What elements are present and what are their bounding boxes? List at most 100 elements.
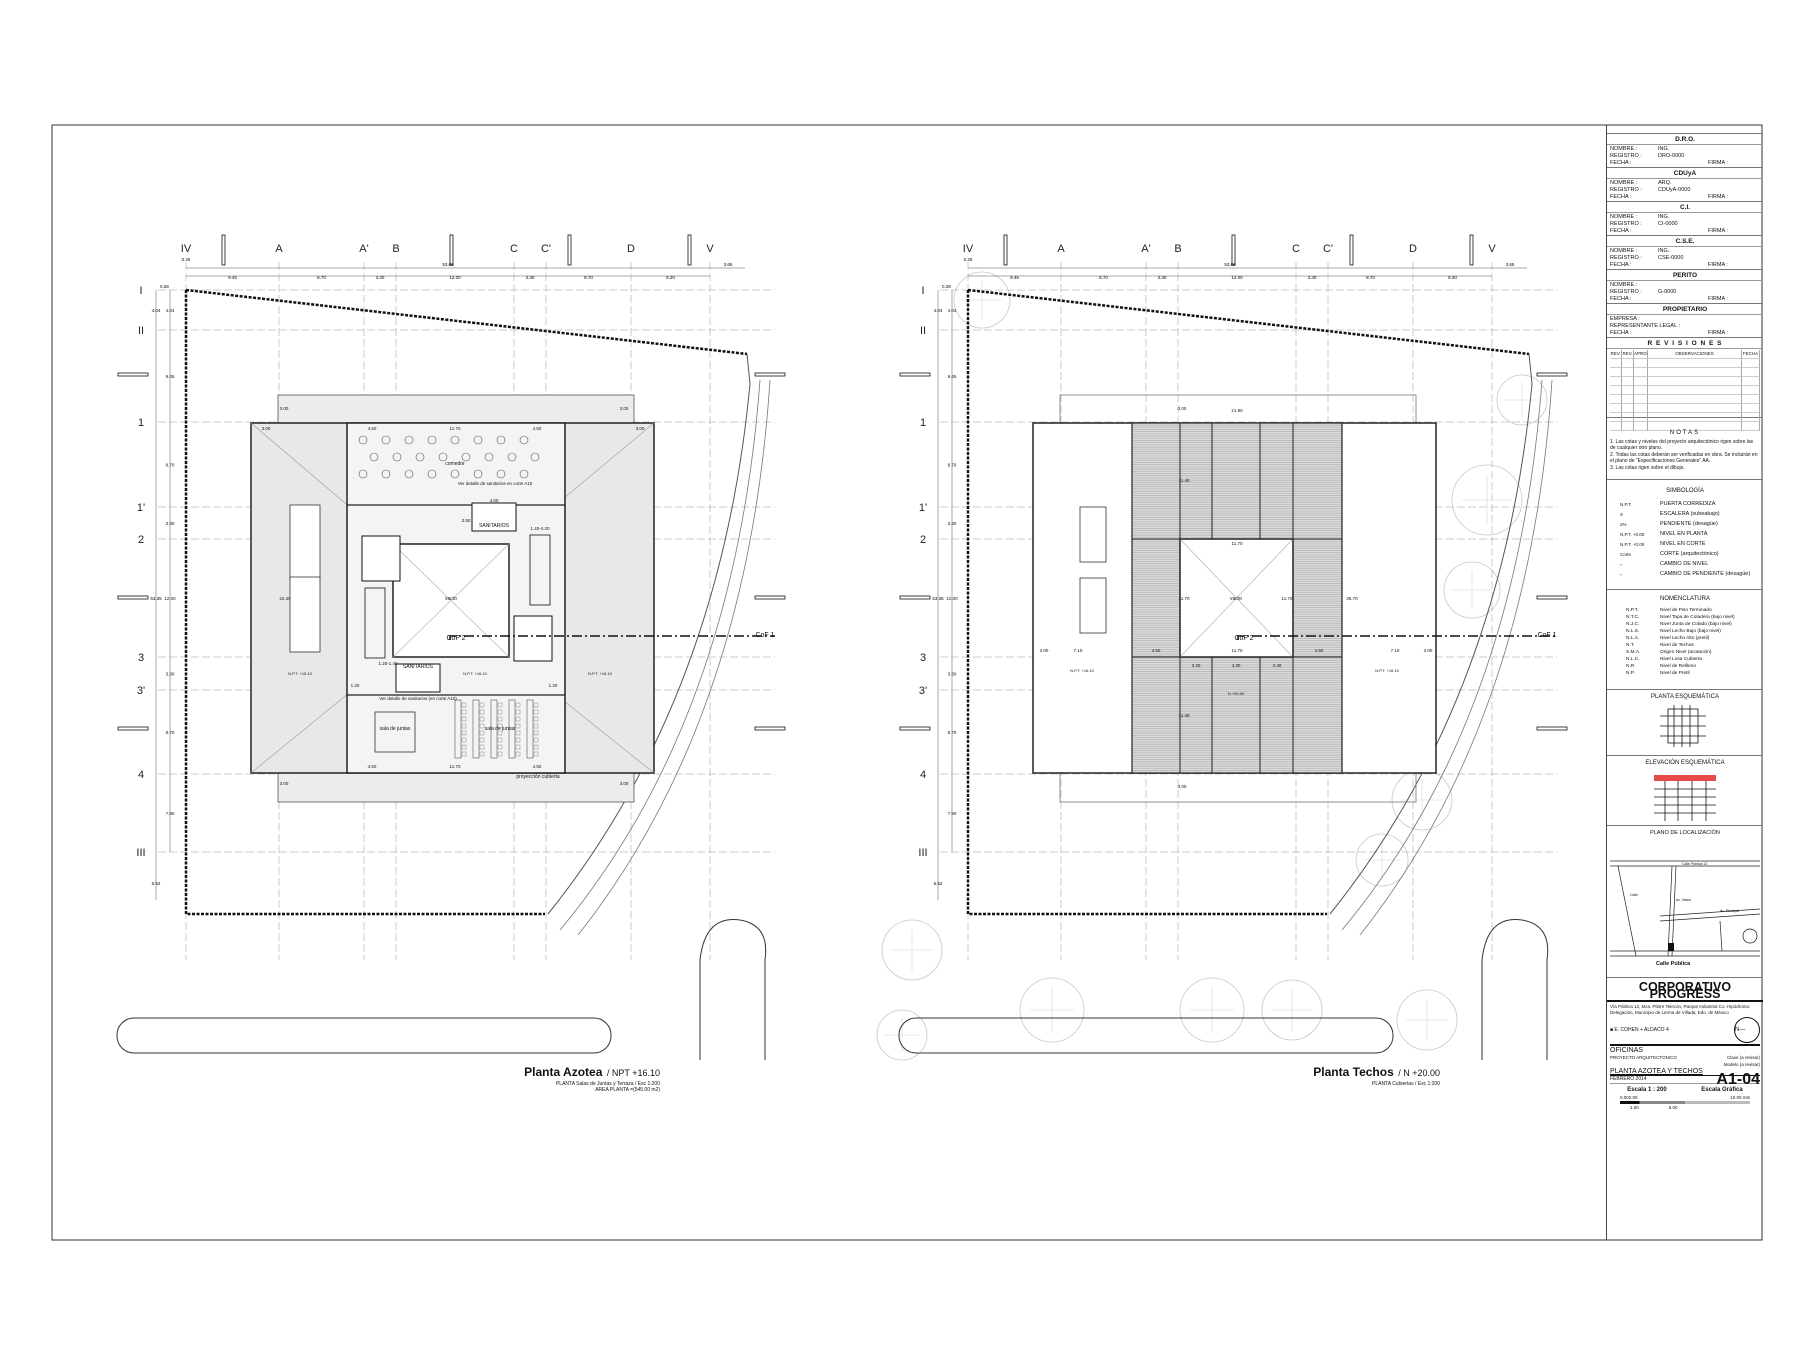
section-marker [221, 234, 226, 266]
chair [515, 751, 521, 757]
dimension-column: 8.70 [317, 275, 326, 280]
revision-cell [1622, 404, 1634, 413]
revision-cell [1622, 368, 1634, 377]
svg-text:3.00: 3.00 [280, 406, 289, 411]
plan-level: NPT +16.10 [611, 1068, 660, 1078]
grid-column-label: C' [1323, 243, 1333, 255]
chair [533, 744, 539, 750]
tree-icon [1443, 561, 1501, 619]
chair [479, 723, 485, 729]
plan-subtitle: PLANTA Cubiertas / Esc 1:200 [1372, 1081, 1440, 1087]
grid-row-label: 3' [919, 685, 927, 697]
dimension-row: 8.70 [948, 730, 957, 735]
nomenclature-item: N.T.Nivel de Techos [1626, 643, 1694, 648]
dining-table [519, 469, 529, 479]
equipment-base [289, 576, 321, 653]
svg-text:11.70: 11.70 [1282, 596, 1293, 601]
project-use: OFICINAS [1610, 1044, 1760, 1054]
street-label: Av. Vasco [1676, 898, 1691, 902]
revision-cell [1622, 395, 1634, 404]
dining-table [381, 435, 391, 445]
svg-text:3.40: 3.40 [1192, 663, 1201, 668]
revision-cell [1648, 368, 1742, 377]
revision-column-header: FECHA [1742, 350, 1760, 359]
level-label: N +20.00 [1228, 691, 1245, 696]
section-marker [1536, 595, 1568, 600]
chair [497, 702, 503, 708]
chair [497, 751, 503, 757]
revision-cell [1610, 413, 1622, 422]
roof-projection-label: proyección cubierta [516, 774, 560, 780]
detail-note: Ver detalle de sanitarios (en corte A10) [379, 696, 457, 701]
sheet-number: A1-04 [1716, 1071, 1760, 1088]
svg-text:11.40: 11.40 [1179, 713, 1190, 718]
grid-column-label: D [1409, 243, 1417, 255]
grid-row-label: 3 [920, 652, 926, 664]
grid-row-label: I [139, 285, 142, 297]
dining-table [358, 469, 368, 479]
chair [497, 709, 503, 715]
nomenclature-section: NOMENCLATURA N.P.T.Nivel de Piso Termina… [1607, 590, 1763, 690]
street-label: Calle Pública 12 [1682, 862, 1707, 866]
dining-table [530, 452, 540, 462]
svg-text:35.70: 35.70 [1346, 596, 1358, 601]
svg-text:4.50: 4.50 [1315, 648, 1324, 653]
chair [461, 737, 467, 743]
room-labels: comedor vacío sala de juntas sala de jun… [288, 461, 775, 780]
revision-cell [1634, 413, 1648, 422]
chair [461, 751, 467, 757]
revision-cell [1634, 359, 1648, 368]
bench [508, 699, 516, 759]
chair [461, 744, 467, 750]
graphic-scale-bar [1620, 1101, 1750, 1104]
chair [461, 716, 467, 722]
chair [497, 737, 503, 743]
road [898, 1017, 1394, 1054]
revision-cell [1622, 386, 1634, 395]
chair [533, 709, 539, 715]
dimension-start: 0.25 [182, 257, 191, 262]
svg-text:1.20: 1.20 [549, 683, 558, 688]
roof-beams [1132, 423, 1342, 773]
dining-table [450, 469, 460, 479]
svg-text:3.00: 3.00 [636, 426, 645, 431]
revision-cell [1742, 359, 1760, 368]
grid-row-label: 4 [138, 769, 144, 781]
dimension-extra: 3.65 [1506, 262, 1515, 267]
grid-row-label: I [921, 285, 924, 297]
revision-cell [1648, 377, 1742, 386]
chair [461, 702, 467, 708]
section-marker [1003, 234, 1008, 266]
section-marker [899, 726, 931, 731]
dimension-column: 3.30 [1308, 275, 1317, 280]
dining-table [484, 452, 494, 462]
dining-table [496, 435, 506, 445]
section-marker [687, 234, 692, 266]
revision-cell [1742, 413, 1760, 422]
chair [533, 723, 539, 729]
dimension-column: 8.20 [1448, 275, 1457, 280]
chair [533, 702, 539, 708]
chair [533, 716, 539, 722]
restroom [395, 663, 441, 693]
svg-text:7.10: 7.10 [1074, 648, 1083, 653]
dining-table [473, 435, 483, 445]
dining-table [496, 469, 506, 479]
dimension-row: 3.30 [948, 672, 957, 677]
grid-row-label: 1 [920, 417, 926, 429]
section-marker [899, 372, 931, 377]
tree-icon [1451, 464, 1523, 536]
svg-text:4.50: 4.50 [1152, 648, 1161, 653]
revision-cell [1610, 422, 1622, 431]
road-edge [1341, 379, 1553, 936]
chair [497, 716, 503, 722]
dimension-column: 9.45 [1010, 275, 1019, 280]
nomenclature-item: N.L.C.Nivel Losa Cubierta [1626, 657, 1702, 662]
grid-column-label: IV [963, 243, 974, 255]
revision-cell [1648, 404, 1742, 413]
